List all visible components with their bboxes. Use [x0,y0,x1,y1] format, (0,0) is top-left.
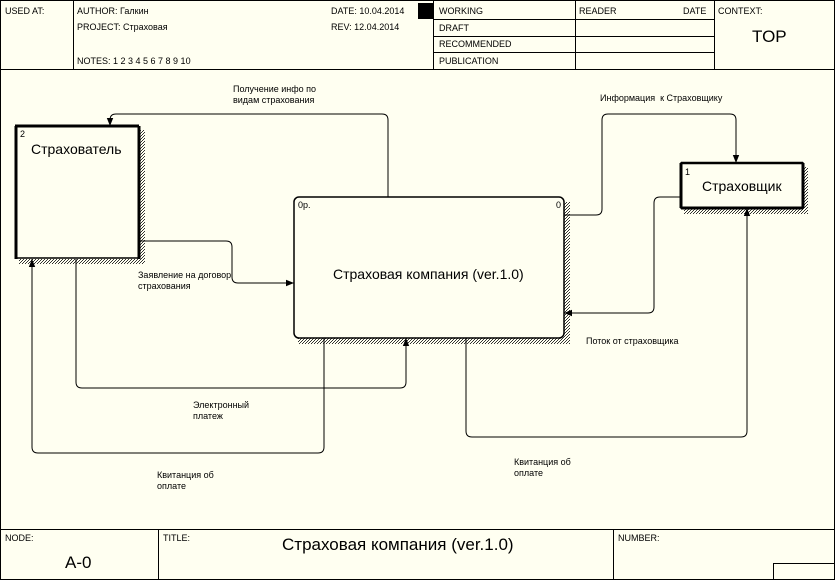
flow-from-insurer-arrow[interactable] [564,196,681,317]
notes: NOTES: 1 2 3 4 5 6 7 8 9 10 [77,56,191,66]
number-label: NUMBER: [618,533,660,543]
box-strahovatel[interactable] [14,124,141,259]
box-corner-number: 0 [556,200,562,210]
header-divider [714,0,715,69]
author: AUTHOR: Галкин [77,6,149,16]
status-row-line [433,36,714,37]
header-divider [433,0,434,69]
node-value: A-0 [65,553,92,572]
flow-label: Поток от страховщика [586,336,679,346]
status-recommended: RECOMMENDED [439,39,512,49]
status-draft: DRAFT [439,23,469,33]
flow-label: Информация к Страховщику [600,93,723,103]
used-at-label: USED AT: [5,6,45,16]
flow-info-arrow[interactable] [106,113,389,197]
working-marker [418,3,433,19]
footer-top-line [0,529,835,530]
box-title: Страховщик [702,178,782,194]
date: DATE: 10.04.2014 [331,6,405,16]
node-label: NODE: [5,533,34,543]
box-company[interactable] [293,196,565,339]
flow-label: Электронный платеж [193,400,250,421]
flow-receipt-arrow[interactable] [465,208,751,438]
header-divider [73,0,74,69]
reader-label: READER [579,6,617,16]
flow-payment-arrow[interactable] [75,259,410,389]
box-number: 0р. [298,200,311,210]
status-working: WORKING [439,6,483,16]
box-title: Страховая компания (ver.1.0) [333,266,524,282]
project: PROJECT: Страховая [77,22,168,32]
diagram-title: Страховая компания (ver.1.0) [282,535,514,554]
footer-corner-box [773,563,834,579]
flow-to-insurer-arrow[interactable] [564,113,740,216]
header-bottom-line [0,69,835,70]
context-label: CONTEXT: [718,6,763,16]
status-row-line [433,52,714,53]
flow-label: Квитанция об оплате [514,457,571,478]
box-title: Страхователь [31,141,122,157]
flow-label: Получение инфо по видам страхования [233,84,317,105]
revision: REV: 12.04.2014 [331,22,400,32]
box-number: 1 [685,167,691,177]
date-label: DATE [683,6,707,16]
title-label: TITLE: [163,533,191,543]
flow-application-arrow[interactable] [139,240,294,287]
flow-label: Заявление на договор страхования [138,270,232,291]
box-strahovshik[interactable] [679,161,805,210]
header-divider [575,0,576,69]
status-publication: PUBLICATION [439,56,499,66]
flow-label: Квитанция об оплате [157,470,214,491]
status-row-line [433,19,714,20]
box-number: 2 [20,129,26,139]
footer-divider [613,529,614,580]
flow-receipt-arrow[interactable] [28,259,325,454]
footer-divider [158,529,159,580]
context-value: TOP [752,27,787,46]
